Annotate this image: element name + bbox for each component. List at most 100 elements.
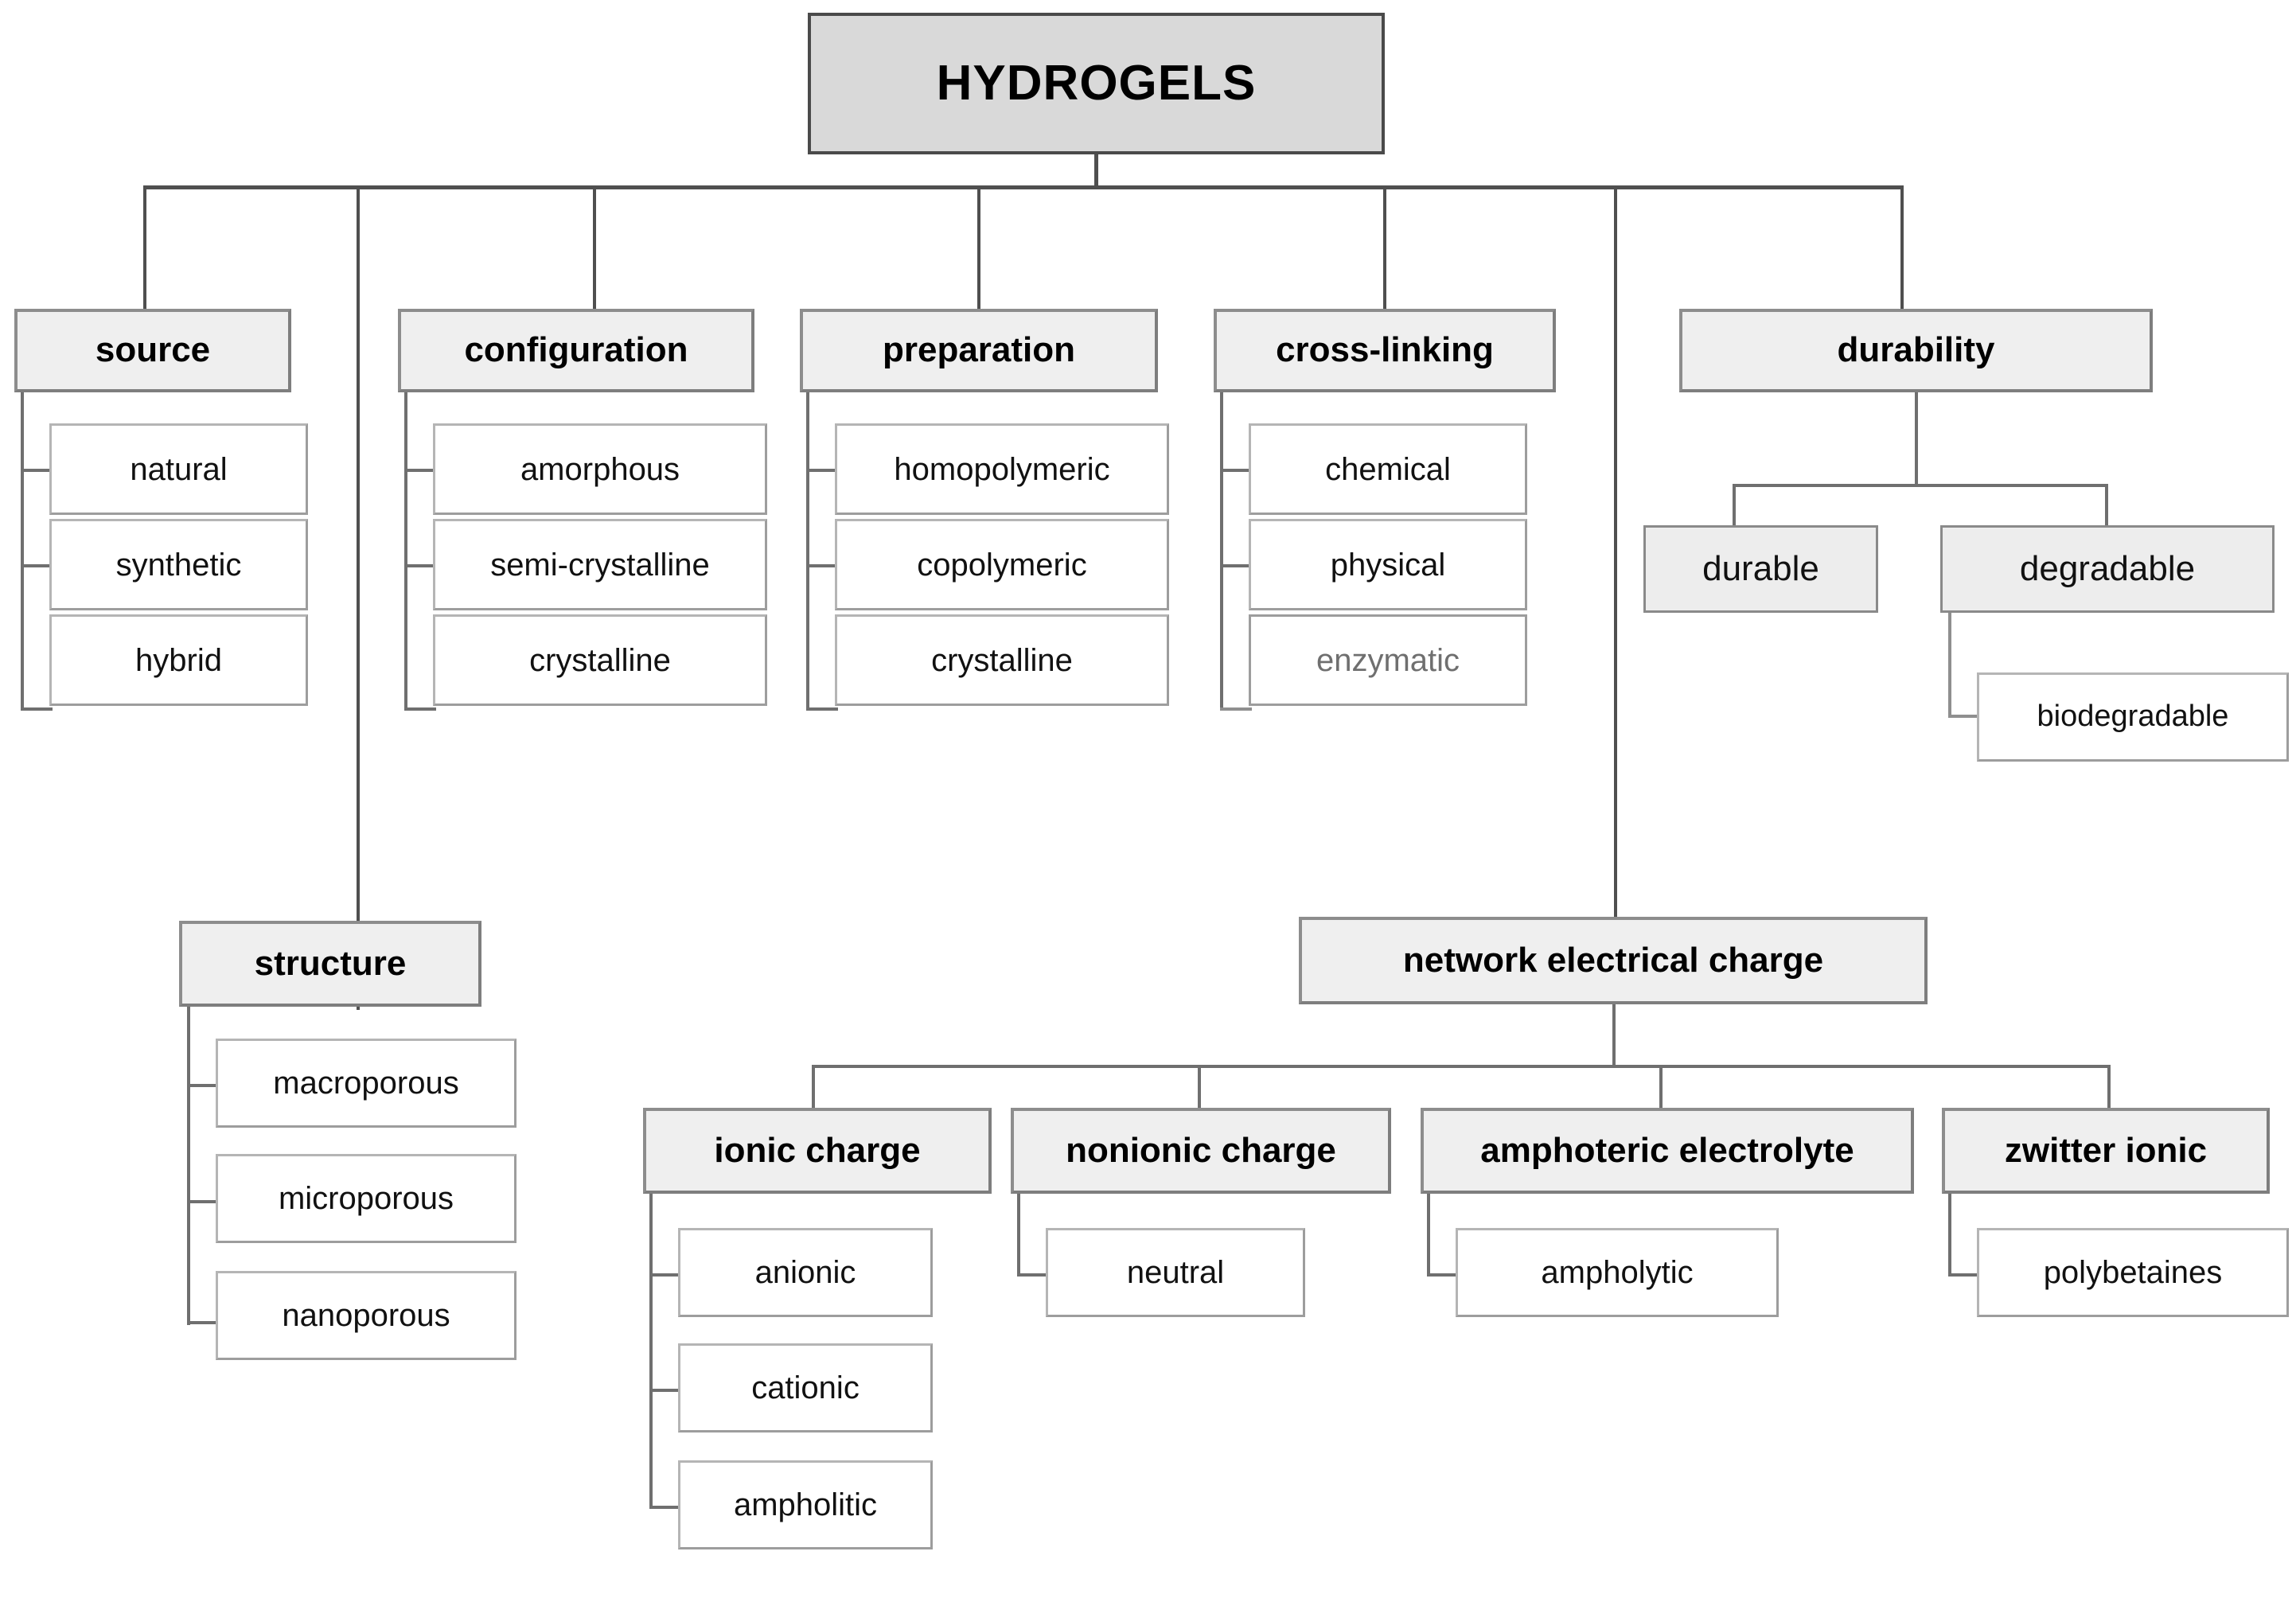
node-label: structure [254, 943, 407, 983]
node-nanoporous: nanoporous [216, 1271, 517, 1360]
node-cationic: cationic [678, 1343, 933, 1432]
connector-structure-to-nanoporous [187, 1321, 219, 1324]
node-network-electrical-charge: network electrical charge [1299, 917, 1928, 1004]
node-amphoteric-electrolyte: amphoteric electrolyte [1421, 1108, 1914, 1194]
connector-structure-to-microporous [187, 1200, 219, 1203]
node-hybrid: hybrid [49, 614, 308, 706]
node-degradable: degradable [1940, 525, 2275, 613]
connector-drop-durability [1900, 185, 1904, 309]
node-label: ampholitic [733, 1487, 878, 1522]
node-ampholitic: ampholitic [678, 1460, 933, 1549]
connector-network-bus [812, 1065, 2111, 1068]
node-label: preparation [882, 330, 1076, 370]
node-label: durable [1702, 548, 1819, 588]
connector-ionic-to-ampholitic [649, 1506, 681, 1509]
node-label: ampholytic [1541, 1255, 1694, 1290]
connector-source-to-natural [21, 469, 53, 472]
connector-structure-to-macroporous [187, 1084, 219, 1087]
node-enzymatic: enzymatic [1249, 614, 1527, 706]
node-synthetic: synthetic [49, 519, 308, 610]
node-label: amorphous [520, 451, 680, 487]
node-label: zwitter ionic [2004, 1130, 2208, 1170]
node-label: physical [1330, 547, 1446, 583]
node-preparation: preparation [800, 309, 1158, 392]
node-label: HYDROGELS [936, 55, 1257, 111]
node-zwitter-ionic: zwitter ionic [1942, 1108, 2270, 1194]
connector-amphoteric-spine [1427, 1194, 1430, 1273]
node-label: nonionic charge [1066, 1130, 1336, 1170]
connector-amphoteric-to-ampholytic [1427, 1273, 1459, 1277]
connector-durability-bus [1733, 484, 2108, 487]
node-label: synthetic [115, 547, 242, 583]
connector-source-spine [21, 392, 24, 711]
node-cross-linking: cross-linking [1214, 309, 1556, 392]
node-structure: structure [179, 921, 481, 1007]
connector-preparation-to-homopolymeric [806, 469, 838, 472]
node-label: neutral [1126, 1255, 1225, 1290]
connector-network-to-ionic [812, 1065, 815, 1111]
node-label: anionic [754, 1255, 856, 1290]
node-microporous: microporous [216, 1154, 517, 1243]
connector-drop-preparation [977, 185, 980, 309]
node-crystalline-prep: crystalline [835, 614, 1169, 706]
node-label: durability [1837, 330, 1995, 370]
connector-durability-stem [1915, 392, 1918, 486]
node-source: source [14, 309, 291, 392]
node-label: nanoporous [282, 1298, 450, 1333]
node-label: cationic [751, 1370, 860, 1405]
node-anionic: anionic [678, 1228, 933, 1317]
node-copolymeric: copolymeric [835, 519, 1169, 610]
node-label: configuration [464, 330, 688, 370]
connector-drop-source [143, 185, 146, 309]
node-label: degradable [2019, 548, 2196, 588]
node-configuration: configuration [398, 309, 754, 392]
node-label: cross-linking [1276, 330, 1494, 370]
node-physical: physical [1249, 519, 1527, 610]
connector-root-stem [1094, 154, 1098, 188]
connector-degradable-to-biodegradable [1948, 715, 1980, 718]
connector-main-bus [143, 185, 1904, 189]
connector-drop-structure [357, 185, 360, 1010]
connector-preparation-to-copolymeric [806, 564, 838, 567]
node-hydrogels: HYDROGELS [808, 13, 1385, 154]
node-nonionic-charge: nonionic charge [1011, 1108, 1391, 1194]
node-polybetaines: polybetaines [1977, 1228, 2289, 1317]
node-label: crystalline [529, 642, 671, 678]
node-label: crystalline [931, 642, 1073, 678]
node-durability: durability [1679, 309, 2153, 392]
node-durable: durable [1643, 525, 1878, 613]
connector-durability-to-durable [1733, 484, 1736, 530]
connector-network-to-amphoteric [1659, 1065, 1663, 1111]
connector-drop-crosslinking [1383, 185, 1386, 309]
connector-durability-to-degradable [2105, 484, 2108, 530]
node-label: chemical [1325, 451, 1451, 487]
node-ionic-charge: ionic charge [643, 1108, 992, 1194]
node-label: enzymatic [1316, 642, 1460, 678]
node-label: microporous [278, 1181, 454, 1216]
connector-nonionic-spine [1017, 1194, 1020, 1273]
node-amorphous: amorphous [433, 423, 767, 515]
node-crystalline-config: crystalline [433, 614, 767, 706]
node-label: natural [130, 451, 228, 487]
node-biodegradable: biodegradable [1977, 672, 2289, 762]
node-label: amphoteric electrolyte [1480, 1130, 1854, 1170]
connector-network-to-nonionic [1198, 1065, 1201, 1111]
connector-crosslinking-spine [1220, 392, 1223, 711]
connector-drop-network-charge [1614, 185, 1617, 989]
connector-crosslinking-to-chemical [1220, 469, 1252, 472]
connector-configuration-spine [404, 392, 407, 711]
connector-ionic-spine [649, 1194, 653, 1509]
node-ampholytic: ampholytic [1456, 1228, 1779, 1317]
connector-source-to-hybrid [21, 707, 53, 711]
connector-source-to-synthetic [21, 564, 53, 567]
connector-zwitter-to-polybetaines [1948, 1273, 1980, 1277]
node-label: homopolymeric [894, 451, 1110, 487]
connector-zwitter-spine [1948, 1194, 1951, 1273]
node-homopolymeric: homopolymeric [835, 423, 1169, 515]
node-label: source [95, 330, 211, 370]
connector-degradable-spine [1948, 613, 1951, 718]
connector-configuration-to-amorphous [404, 469, 436, 472]
node-label: ionic charge [714, 1130, 921, 1170]
connector-preparation-to-crystalline [806, 707, 838, 711]
